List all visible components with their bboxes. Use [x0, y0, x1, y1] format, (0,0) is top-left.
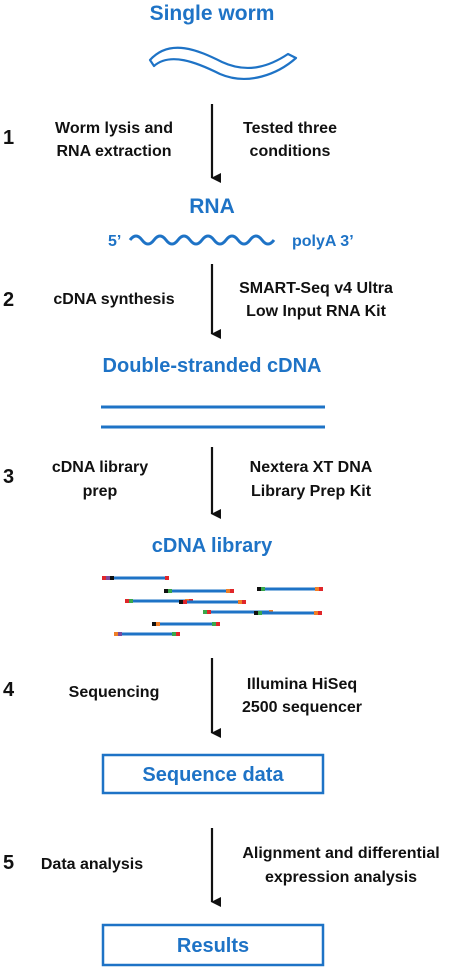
- stage-title-library: cDNA library: [152, 535, 273, 557]
- rna-3-prime-label: polyA 3’: [292, 233, 354, 250]
- step-number-4: 4: [3, 679, 15, 701]
- step-number-1: 1: [3, 127, 14, 149]
- step-3-left-line-2: prep: [83, 483, 118, 500]
- library-fragment: [254, 611, 322, 615]
- step-number-3: 3: [3, 466, 14, 488]
- library-fragment: [152, 622, 220, 626]
- step-4-right-line-1: Illumina HiSeq: [247, 676, 357, 693]
- step-3-right-line-2: Library Prep Kit: [251, 483, 372, 500]
- step-2-right-line-2: Low Input RNA Kit: [246, 303, 386, 320]
- library-fragment: [114, 632, 180, 636]
- step-1-left-line-1: Worm lysis and: [55, 120, 173, 137]
- step-2-right-line-1: SMART-Seq v4 Ultra: [239, 280, 393, 297]
- step-4-right-line-2: 2500 sequencer: [242, 699, 362, 716]
- step-1-right-line-2: conditions: [250, 143, 331, 160]
- library-fragments: [102, 576, 323, 636]
- step-3-left-line-1: cDNA library: [52, 459, 148, 476]
- rna-strand-icon: [128, 234, 276, 246]
- step-1-left-line-2: RNA extraction: [57, 143, 172, 160]
- step-5-left-line-1: Data analysis: [41, 856, 143, 873]
- step-number-2: 2: [3, 289, 14, 311]
- stage-title-rna: RNA: [189, 195, 235, 218]
- library-fragment: [179, 600, 246, 604]
- step-4-left-line-1: Sequencing: [69, 684, 160, 701]
- results-box: [101, 923, 325, 967]
- step-5-right-line-2: expression analysis: [265, 869, 417, 886]
- stage-title-worm: Single worm: [150, 2, 275, 25]
- step-1-right-line-1: Tested three: [243, 120, 337, 137]
- worm-icon: [148, 46, 298, 80]
- step-5-right-line-1: Alignment and differential: [242, 845, 439, 862]
- library-fragment: [164, 589, 234, 593]
- results-label: Results: [177, 935, 249, 957]
- library-fragment: [102, 576, 169, 580]
- step-2-left-line-1: cDNA synthesis: [53, 291, 174, 308]
- step-number-5: 5: [3, 852, 14, 874]
- stage-title-dscdna: Double-stranded cDNA: [103, 355, 322, 377]
- rna-5-prime-label: 5’: [108, 233, 121, 250]
- library-fragment: [257, 587, 323, 591]
- step-3-right-line-1: Nextera XT DNA: [250, 459, 373, 476]
- sequence-data-box: [101, 753, 325, 795]
- sequence-data-label: Sequence data: [142, 764, 284, 786]
